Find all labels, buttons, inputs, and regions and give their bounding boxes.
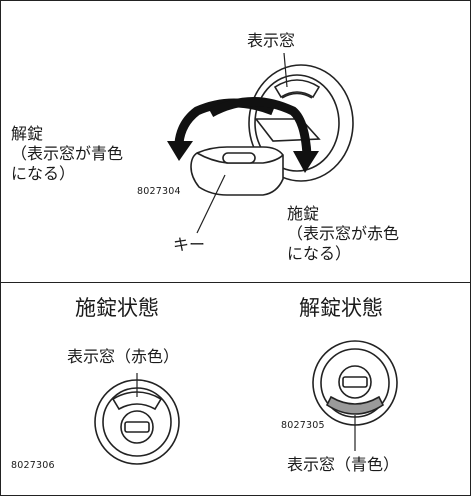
figure-code-bottom-right: 8027305 [281, 420, 325, 431]
key-leader-line [196, 174, 226, 234]
lock-arrow-icon [208, 97, 319, 173]
lock-label-line-3: になる） [287, 244, 352, 263]
lock-label-line-2: （表示窓が赤色 [287, 224, 400, 243]
unlocked-state-heading: 解錠状態 [299, 296, 383, 320]
figure-code-top: 8027304 [137, 186, 181, 197]
unlock-label-line-3: になる） [11, 164, 76, 183]
section-divider [1, 282, 470, 283]
locked-state-heading: 施錠状態 [75, 296, 159, 320]
locked-state-cylinder [94, 379, 180, 465]
window-leader-line [283, 52, 288, 88]
figure-code-bottom-left: 8027306 [11, 460, 55, 471]
unlocked-state-cylinder [312, 340, 398, 426]
key-label: キー [173, 235, 206, 254]
locked-window-label: 表示窓（赤色） [67, 347, 180, 366]
unlocked-indicator-window [325, 395, 385, 415]
unlock-label-line-2: （表示窓が青色 [11, 144, 124, 163]
unlocked-window-label: 表示窓（青色） [287, 455, 400, 474]
unlock-label-line-1: 解錠 [11, 124, 44, 143]
lock-label-line-1: 施錠 [287, 204, 320, 223]
window-label: 表示窓 [247, 31, 296, 50]
key-illustration [190, 146, 284, 196]
locked-indicator-window [111, 391, 163, 411]
